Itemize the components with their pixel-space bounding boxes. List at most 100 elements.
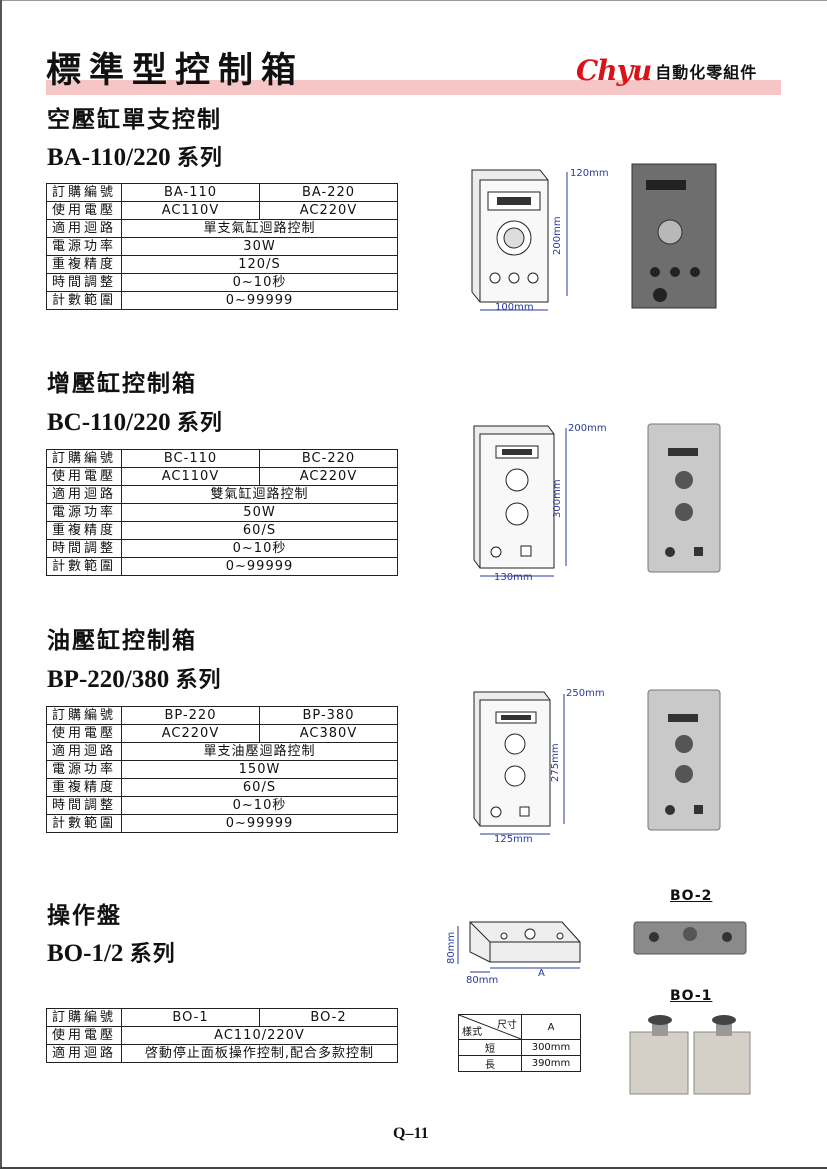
section-ba-model-latin: BA-110/220 bbox=[47, 144, 171, 171]
table-row: 適用迴路 啓動停止面板操作控制,配合多款控制 bbox=[46, 1044, 398, 1063]
row-value: 啓動停止面板操作控制,配合多款控制 bbox=[121, 1044, 398, 1063]
row-label: 訂購編號 bbox=[46, 449, 122, 468]
photo-ba bbox=[631, 163, 717, 309]
table-row: 時間調整 0~10秒 bbox=[46, 796, 398, 815]
row-value: 0~10秒 bbox=[121, 273, 398, 292]
section-ba-model: BA-110/220 系列 bbox=[47, 143, 223, 174]
table-row: 電源功率 50W bbox=[46, 503, 398, 522]
row-label: 電源功率 bbox=[46, 237, 122, 256]
section-bc-title: 增壓缸控制箱 bbox=[47, 371, 197, 397]
table-row: 使用電壓 AC110V AC220V bbox=[46, 201, 398, 220]
table-row: 適用迴路 單支油壓迴路控制 bbox=[46, 742, 398, 761]
page-top-border bbox=[0, 0, 827, 1]
row-value: 0~99999 bbox=[121, 557, 398, 576]
dim-bo-height: 80mm bbox=[446, 932, 457, 964]
row-label: 適用迴路 bbox=[46, 742, 122, 761]
row-label: 時間調整 bbox=[46, 273, 122, 292]
section-bo-model: BO-1/2 系列 bbox=[47, 939, 176, 970]
row-label: 適用迴路 bbox=[46, 1044, 122, 1063]
row-label: 適用迴路 bbox=[46, 485, 122, 504]
row-value: BC-110 bbox=[121, 449, 260, 468]
photo-bo1 bbox=[629, 1015, 751, 1095]
row-label: 計數範圍 bbox=[46, 557, 122, 576]
spec-table-bc: 訂購編號 BC-110 BC-220 使用電壓 AC110V AC220V 適用… bbox=[46, 449, 398, 576]
section-bp-model-latin: BP-220/380 bbox=[47, 666, 170, 693]
table-row: 時間調整 0~10秒 bbox=[46, 539, 398, 558]
table-row: 重複精度 60/S bbox=[46, 778, 398, 797]
size-table: 尺寸 樣式 A 短 300mm 長 390mm bbox=[458, 1014, 581, 1072]
section-ba-model-cjk: 系列 bbox=[176, 146, 223, 171]
section-bp-model-cjk: 系列 bbox=[175, 668, 222, 693]
section-bc-model-cjk: 系列 bbox=[176, 411, 223, 436]
row-value: AC110V bbox=[121, 201, 260, 220]
spec-table-bo: 訂購編號 BO-1 BO-2 使用電壓 AC110/220V 適用迴路 啓動停止… bbox=[46, 1008, 398, 1063]
row-value: 60/S bbox=[121, 521, 398, 540]
row-label: 重複精度 bbox=[46, 521, 122, 540]
dim-ba-depth: 120mm bbox=[570, 168, 609, 179]
row-value: 單支油壓迴路控制 bbox=[121, 742, 398, 761]
row-value: BP-220 bbox=[121, 706, 260, 725]
page-title: 標準型控制箱 bbox=[46, 51, 305, 91]
corner-diagonal bbox=[459, 1015, 521, 1039]
dim-ba-width: 100mm bbox=[495, 302, 534, 313]
row-value: 0~10秒 bbox=[121, 796, 398, 815]
brand-text: 自動化零組件 bbox=[655, 63, 758, 82]
size-style: 長 bbox=[458, 1055, 522, 1072]
dim-bp-depth: 250mm bbox=[566, 688, 605, 699]
row-label: 電源功率 bbox=[46, 503, 122, 522]
section-bo-model-latin: BO-1/2 bbox=[47, 940, 124, 967]
table-row: 重複精度 60/S bbox=[46, 521, 398, 540]
spec-table-ba: 訂購編號 BA-110 BA-220 使用電壓 AC110V AC220V 適用… bbox=[46, 183, 398, 310]
table-row: 適用迴路 雙氣缸迴路控制 bbox=[46, 485, 398, 504]
table-row: 使用電壓 AC110/220V bbox=[46, 1026, 398, 1045]
diagram-bo: 80mm 80mm A bbox=[446, 921, 581, 986]
row-value: 50W bbox=[121, 503, 398, 522]
table-row: 尺寸 樣式 A bbox=[458, 1014, 581, 1040]
bo2-label: BO-2 bbox=[670, 888, 713, 904]
page-bottom-border bbox=[0, 1167, 827, 1169]
row-label: 使用電壓 bbox=[46, 467, 122, 486]
table-row: 訂購編號 BO-1 BO-2 bbox=[46, 1008, 398, 1027]
size-col-header: A bbox=[521, 1014, 581, 1040]
row-label: 重複精度 bbox=[46, 778, 122, 797]
photo-bp bbox=[647, 689, 721, 831]
row-value: AC110/220V bbox=[121, 1026, 398, 1045]
row-label: 使用電壓 bbox=[46, 724, 122, 743]
photo-bo2 bbox=[633, 921, 747, 955]
size-value: 300mm bbox=[521, 1039, 581, 1056]
row-value: 雙氣缸迴路控制 bbox=[121, 485, 398, 504]
row-value: 120/S bbox=[121, 255, 398, 274]
row-value: 60/S bbox=[121, 778, 398, 797]
table-row: 長 390mm bbox=[458, 1055, 581, 1072]
row-label: 使用電壓 bbox=[46, 201, 122, 220]
row-label: 使用電壓 bbox=[46, 1026, 122, 1045]
photo-bc bbox=[647, 423, 721, 573]
size-table-corner: 尺寸 樣式 bbox=[458, 1014, 522, 1040]
bo1-label: BO-1 bbox=[670, 988, 713, 1004]
dim-bc-height: 300mm bbox=[552, 479, 563, 518]
row-value: 單支氣缸迴路控制 bbox=[121, 219, 398, 238]
page-number: Q–11 bbox=[393, 1125, 429, 1142]
section-bp-model: BP-220/380 系列 bbox=[47, 665, 221, 696]
table-row: 計數範圍 0~99999 bbox=[46, 291, 398, 310]
table-row: 計數範圍 0~99999 bbox=[46, 557, 398, 576]
row-value: AC220V bbox=[259, 201, 398, 220]
corner-top-label: 尺寸 bbox=[497, 1020, 517, 1031]
dim-bc-depth: 200mm bbox=[568, 423, 607, 434]
row-value: AC380V bbox=[259, 724, 398, 743]
row-label: 重複精度 bbox=[46, 255, 122, 274]
section-bp-title: 油壓缸控制箱 bbox=[47, 628, 197, 654]
row-label: 訂購編號 bbox=[46, 706, 122, 725]
row-value: 150W bbox=[121, 760, 398, 779]
section-bo-model-cjk: 系列 bbox=[129, 942, 176, 967]
row-label: 時間調整 bbox=[46, 796, 122, 815]
spec-table-bp: 訂購編號 BP-220 BP-380 使用電壓 AC220V AC380V 適用… bbox=[46, 706, 398, 833]
table-row: 適用迴路 單支氣缸迴路控制 bbox=[46, 219, 398, 238]
dim-bo-length: A bbox=[538, 968, 545, 979]
section-bc-model-latin: BC-110/220 bbox=[47, 409, 171, 436]
dim-bc-width: 130mm bbox=[494, 572, 533, 583]
row-label: 計數範圍 bbox=[46, 814, 122, 833]
row-value: 0~99999 bbox=[121, 814, 398, 833]
row-label: 時間調整 bbox=[46, 539, 122, 558]
row-label: 適用迴路 bbox=[46, 219, 122, 238]
